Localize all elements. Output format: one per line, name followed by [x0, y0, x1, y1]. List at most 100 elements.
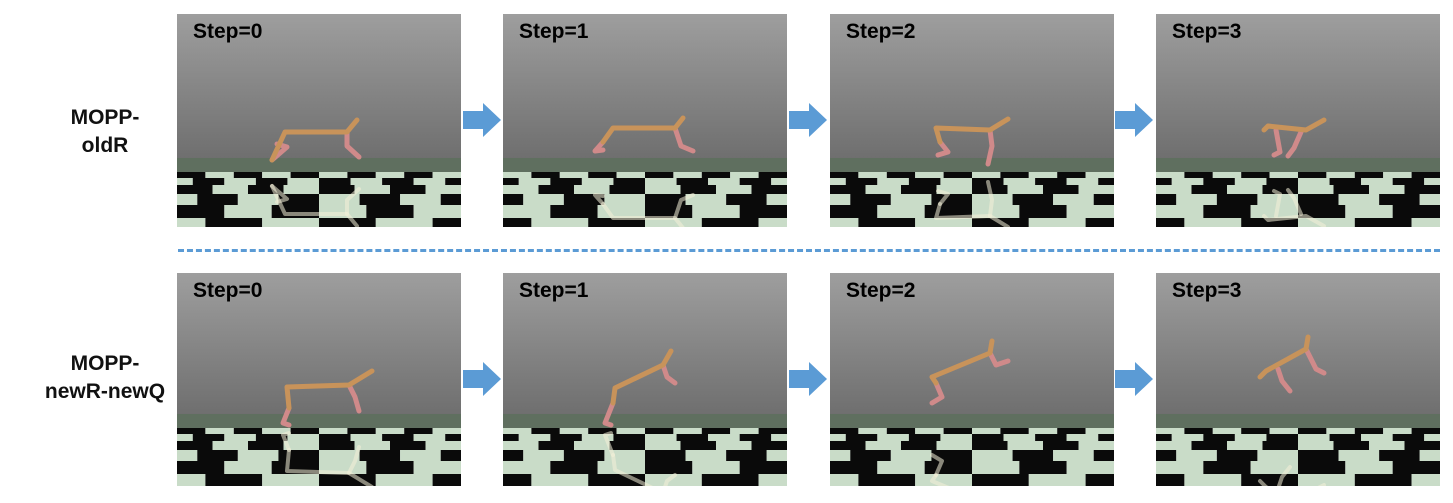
- floor-tile: [224, 461, 272, 474]
- floor-tile: [730, 172, 759, 178]
- agent-leg: [602, 400, 616, 428]
- floor-tile: [730, 428, 759, 434]
- floor-tile: [1354, 428, 1384, 434]
- floor-horizon: [830, 158, 1114, 172]
- agent-reflection: [611, 453, 654, 486]
- floor-tile: [830, 450, 851, 461]
- floor-tile: [354, 185, 390, 194]
- floor-tile: [177, 194, 198, 205]
- agent-reflection: [930, 453, 944, 477]
- floor-tile: [1369, 441, 1405, 450]
- floor-tile: [701, 172, 731, 178]
- frame-oldr-step-3: Step=3: [1156, 14, 1440, 227]
- floor-tile: [1203, 461, 1251, 474]
- agent-leg: [1285, 129, 1304, 159]
- floor-tile: [550, 205, 598, 218]
- sky-background: [830, 273, 1114, 414]
- floor-tile: [771, 434, 787, 441]
- agent-torso: [1261, 117, 1327, 133]
- floor-tile: [1329, 178, 1362, 185]
- floor-tile: [319, 194, 360, 205]
- floor-tile: [413, 434, 446, 441]
- frame-oldr-step-0: Step=0: [177, 14, 461, 227]
- floor-tile: [319, 172, 348, 178]
- floor-tile: [1203, 434, 1235, 441]
- floor-tile: [432, 172, 461, 178]
- floor-tile: [726, 194, 767, 205]
- floor-tile: [972, 172, 1001, 178]
- sky-background: [503, 14, 787, 158]
- floor-tile: [1171, 178, 1204, 185]
- row-label-line2: newR-newQ: [44, 380, 166, 403]
- right-arrow-icon: [1115, 103, 1153, 137]
- floor-tile: [1269, 172, 1298, 178]
- floor-tile: [177, 434, 193, 441]
- floor-tile: [278, 194, 319, 205]
- floor-tile: [645, 205, 693, 218]
- floor-tile: [1298, 434, 1330, 441]
- floor-tile: [931, 194, 972, 205]
- floor-tile: [972, 428, 1001, 434]
- floor-tile: [1241, 428, 1270, 434]
- agent-reflection: [593, 193, 605, 206]
- floor-tile: [890, 450, 932, 461]
- floor-tile: [559, 428, 589, 434]
- agent-torso: [929, 338, 995, 386]
- floor-tile: [1411, 428, 1440, 434]
- floor-tile: [771, 178, 787, 185]
- agent-leg: [1275, 366, 1293, 394]
- floor-tile: [758, 218, 787, 227]
- floor-tile: [1066, 205, 1114, 218]
- floor-tile: [1028, 172, 1058, 178]
- agent-reflection: [663, 473, 677, 486]
- floor-tile: [1404, 441, 1440, 450]
- floor-tile: [1184, 172, 1213, 178]
- floor-tile: [1203, 205, 1251, 218]
- agent-torso: [610, 348, 674, 406]
- floor-tile: [1035, 178, 1067, 185]
- floor-tile: [604, 450, 645, 461]
- floor-tile: [192, 178, 225, 185]
- floor-tile: [1156, 461, 1204, 474]
- floor-tile: [645, 441, 681, 450]
- agent-leg: [660, 362, 678, 386]
- floor-tile: [1262, 441, 1298, 450]
- floor-tile: [877, 461, 925, 474]
- floor-tile: [404, 428, 433, 434]
- right-arrow-icon: [463, 362, 501, 396]
- floor-tile: [758, 428, 787, 434]
- floor-tile: [1411, 218, 1440, 227]
- floor-tile: [1156, 474, 1185, 486]
- floor-tile: [716, 441, 752, 450]
- floor-tile: [972, 441, 1008, 450]
- floor-tile: [877, 434, 909, 441]
- floor-tile: [400, 194, 441, 205]
- floor-tile: [224, 434, 256, 441]
- floor-tile: [865, 185, 901, 194]
- floor-tile: [354, 441, 390, 450]
- floor-tile: [1411, 172, 1440, 178]
- floor-tile: [404, 172, 433, 178]
- floor-tile: [758, 172, 787, 178]
- agent-reflection: [930, 473, 950, 486]
- step-label: Step=1: [519, 279, 589, 302]
- floor-tile: [1354, 218, 1412, 227]
- floor-tile: [613, 434, 645, 441]
- frame-oldr-step-2: Step=2: [830, 14, 1114, 227]
- agent-leg: [346, 382, 362, 414]
- floor-tile: [1066, 178, 1099, 185]
- floor-tile: [1333, 441, 1369, 450]
- sky-background: [830, 14, 1114, 158]
- floor-tile: [350, 434, 383, 441]
- floor-tile: [609, 185, 645, 194]
- agent-leg: [672, 125, 696, 154]
- floor-tile: [1191, 441, 1227, 450]
- floor-tile: [1085, 172, 1114, 178]
- floor-tile: [177, 178, 193, 185]
- floor-tile: [1298, 194, 1339, 205]
- step-label: Step=2: [846, 20, 916, 43]
- floor-tile: [645, 474, 702, 486]
- agent-torso: [269, 117, 360, 163]
- floor-horizon: [1156, 414, 1440, 428]
- floor-tile: [1424, 178, 1440, 185]
